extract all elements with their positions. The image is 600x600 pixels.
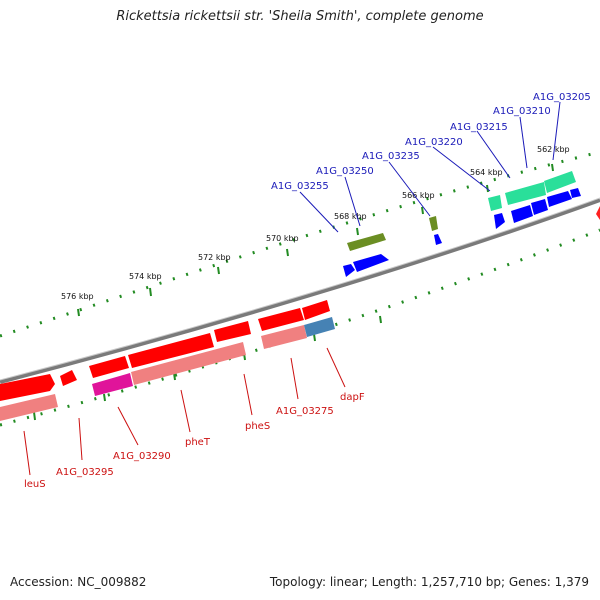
forward-genes xyxy=(343,171,581,277)
gene-a1g-03250-block xyxy=(343,264,355,277)
gene-leus-block xyxy=(0,374,55,401)
gene-a1g-03195-block xyxy=(570,188,581,198)
gene-phet-block xyxy=(128,333,214,368)
gene-phet-pale-block xyxy=(131,342,246,385)
gene-label-bottom: A1G_03275 xyxy=(276,406,334,417)
tick-label: 576 kbp xyxy=(61,292,94,301)
gene-a1g-03290-block xyxy=(89,356,129,378)
gene-a1g-03255-block xyxy=(347,233,386,251)
gene-a1g-03235-block xyxy=(353,254,389,272)
map-title: Rickettsia rickettsii str. 'Sheila Smith… xyxy=(116,9,484,24)
gene-leus-pale-block xyxy=(0,394,58,421)
gene-a1g-03210-block xyxy=(505,182,546,205)
tick-labels: 576 kbp 574 kbp 572 kbp 570 kbp 568 kbp 566 k… xyxy=(61,145,570,301)
tick-label: 572 kbp xyxy=(198,253,231,262)
topology-text: Topology: linear; Length: 1,257,710 bp; … xyxy=(269,575,589,589)
reverse-genes xyxy=(0,300,335,421)
gene-dapf-block xyxy=(302,300,330,320)
gene-label-top: A1G_03255 xyxy=(271,181,329,192)
gene-a1g-03215-block xyxy=(488,195,502,211)
gene-label-bottom: dapF xyxy=(340,392,365,403)
tick-label: 568 kbp xyxy=(334,212,367,221)
gene-label-top: A1G_03250 xyxy=(316,166,374,177)
gene-dapf-steel-block xyxy=(304,317,335,337)
gene-a1g-03205b-block xyxy=(531,199,548,215)
gene-label-top: A1G_03220 xyxy=(405,137,463,148)
gene-label-bottom: A1G_03290 xyxy=(113,451,171,462)
genome-backbone xyxy=(0,198,600,384)
tick-label: 566 kbp xyxy=(402,191,435,200)
gene-label-bottom: pheT xyxy=(185,437,211,448)
gene-a1g-03220-block xyxy=(434,234,442,245)
tick-label: 562 kbp xyxy=(537,145,570,154)
gene-a1g-03275-pale-block xyxy=(261,325,307,349)
gene-label-top: A1G_03210 xyxy=(493,106,551,117)
gene-label-bottom: pheS xyxy=(245,421,270,432)
gene-label-bottom: leuS xyxy=(24,479,46,490)
gene-labels-top: A1G_03255 A1G_03250 A1G_03235 A1G_03220 A1G_… xyxy=(271,92,591,192)
bottom-leader-lines xyxy=(23,347,346,476)
gene-labels-bottom: leuS A1G_03295 A1G_03290 pheT pheS A1G_03275 d… xyxy=(24,392,365,490)
tick-label: 564 kbp xyxy=(470,168,503,177)
tick-label: 574 kbp xyxy=(129,272,162,281)
gene-a1g-03215b-block xyxy=(494,213,505,229)
gene-a1g-03235b-block xyxy=(429,216,438,231)
gene-phes-block xyxy=(214,321,251,342)
gene-a1g-03205-block xyxy=(544,171,576,193)
gene-a1g-03295-block xyxy=(60,370,77,386)
gene-label-top: A1G_03205 xyxy=(533,92,591,103)
backbone-end-red-marker xyxy=(596,206,600,220)
gene-a1g-03275-block xyxy=(258,308,304,331)
top-leader-lines xyxy=(299,101,561,233)
tick-label: 570 kbp xyxy=(266,234,299,243)
gene-a1g-03290-magenta-block xyxy=(92,373,133,396)
gene-label-top: A1G_03215 xyxy=(450,122,508,133)
gene-a1g-03210b-block xyxy=(511,205,533,223)
inner-major-ticks xyxy=(33,315,382,421)
inner-tick-track xyxy=(0,228,600,427)
accession-text: Accession: NC_009882 xyxy=(10,575,147,589)
gene-a1g-03200-block xyxy=(547,191,572,207)
gene-label-top: A1G_03235 xyxy=(362,151,420,162)
gene-label-bottom: A1G_03295 xyxy=(56,467,114,478)
